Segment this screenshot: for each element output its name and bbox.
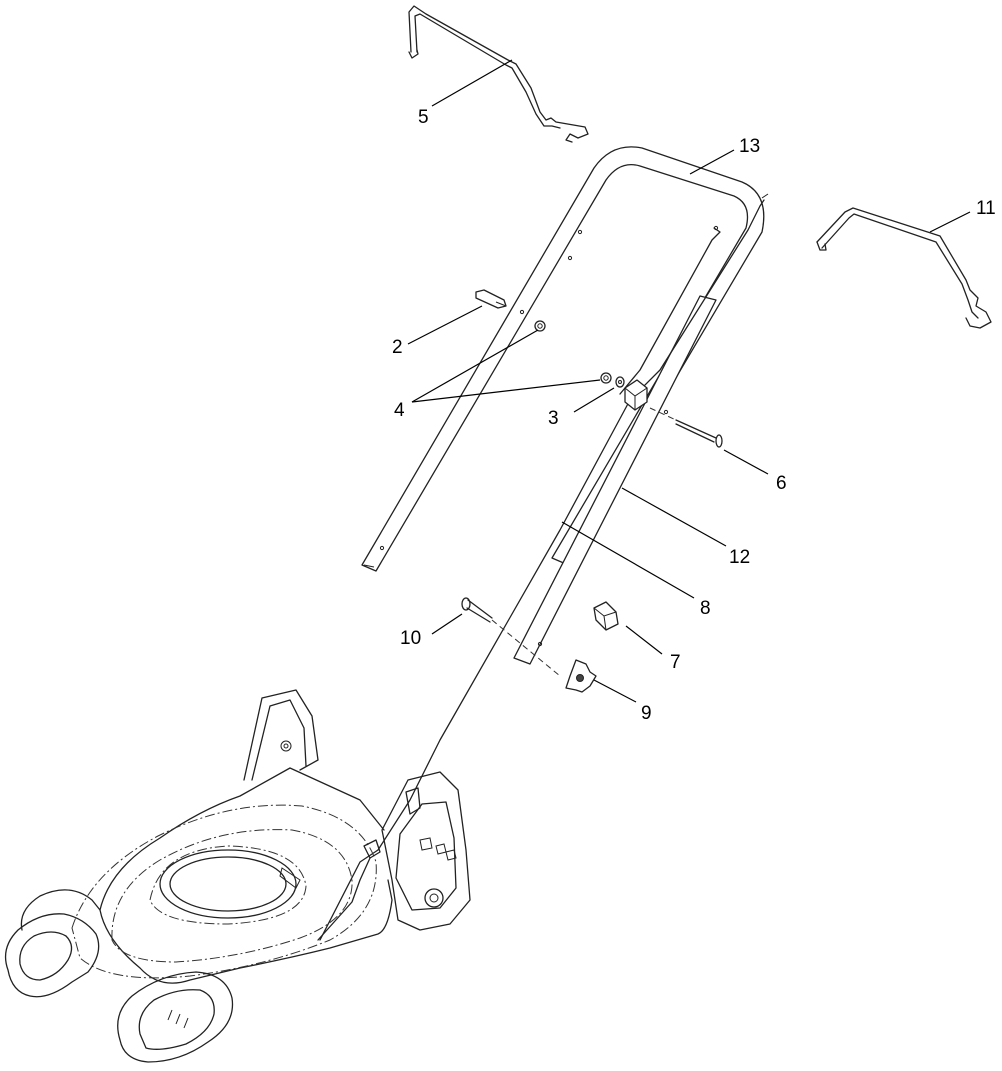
callout-6: 6: [776, 473, 787, 494]
callout-2: 2: [392, 337, 403, 358]
cable-tie[interactable]: [475, 289, 507, 309]
callout-9: 9: [641, 703, 652, 724]
callout-4: 4: [394, 400, 405, 421]
lower-handle[interactable]: [513, 295, 717, 665]
callout-10: 10: [400, 628, 421, 649]
callout-7: 7: [670, 652, 681, 673]
nut-upper[interactable]: [534, 320, 546, 332]
callout-3: 3: [548, 408, 559, 429]
callout-11: 11: [976, 198, 996, 219]
nut-middle[interactable]: [600, 372, 612, 384]
upper-handle[interactable]: [361, 146, 765, 572]
callout-12: 12: [729, 547, 750, 568]
handle-knob[interactable]: [565, 659, 597, 693]
callout-13: 13: [739, 136, 760, 157]
control-bail-right[interactable]: [816, 207, 992, 329]
washer[interactable]: [615, 376, 625, 388]
bolt-upper[interactable]: [649, 407, 723, 448]
control-bail-upper[interactable]: [408, 5, 589, 143]
bolt-lower[interactable]: [461, 597, 561, 677]
cable-guide-block[interactable]: [624, 379, 648, 411]
control-cable[interactable]: [319, 193, 769, 941]
mower-deck: [4, 689, 471, 1063]
leader-lines: [407, 59, 971, 703]
callout-8: 8: [700, 598, 711, 619]
callout-labels: 5 13 11 2 4 3 6 12 8 10 7 9: [392, 107, 996, 724]
callout-5: 5: [418, 107, 429, 128]
handle-lock[interactable]: [593, 601, 619, 631]
